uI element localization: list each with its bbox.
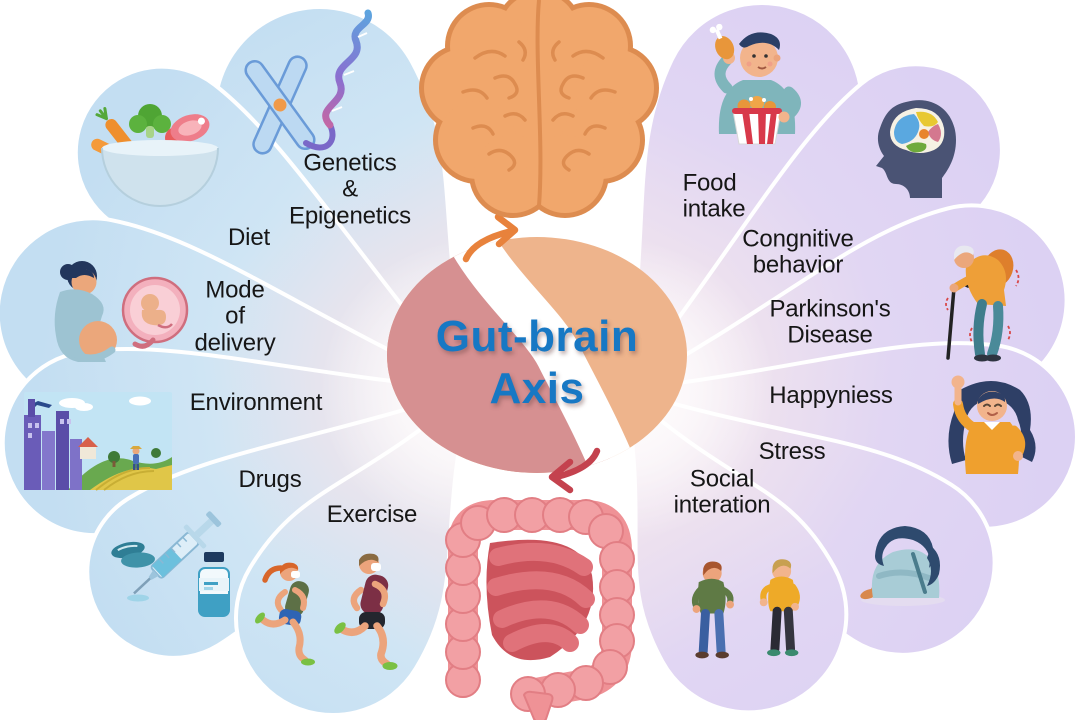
- label-happiness: Happyniess: [769, 381, 893, 409]
- runners-icon: [255, 553, 398, 670]
- label-environment: Environment: [189, 388, 323, 416]
- label-drugs: Drugs: [238, 465, 302, 493]
- orange-up-arrow: [462, 213, 519, 263]
- talking-people-icon: [691, 559, 800, 659]
- label-food-intake: Food intake: [682, 169, 746, 223]
- chromosome-dna-icon: [244, 9, 372, 155]
- pregnant-woman-icon: [54, 261, 189, 362]
- environment-scene-icon: [24, 392, 172, 491]
- label-cognitive-behavior: Congnitive behavior: [742, 225, 854, 279]
- drugs-syringe-icon: [111, 511, 230, 617]
- label-exercise: Exercise: [326, 500, 418, 528]
- elderly-man-cane-icon: [945, 245, 1020, 362]
- label-diet: Diet: [228, 223, 270, 251]
- label-mode-of-delivery: Mode of delivery: [194, 276, 276, 357]
- label-parkinsons-disease: Parkinson's Disease: [769, 295, 891, 349]
- gut-brain-axis-circle: [387, 213, 687, 494]
- red-down-arrow: [548, 447, 601, 494]
- head-brain-icon: [876, 100, 956, 199]
- intestine-icon: [445, 497, 635, 720]
- label-genetics-epigenetics: Genetics & Epigenetics: [289, 149, 411, 230]
- label-stress: Stress: [758, 437, 826, 465]
- label-social-interaction: Social interation: [673, 465, 771, 519]
- stressed-person-icon: [860, 526, 945, 606]
- brain-icon: [419, 0, 659, 218]
- eating-man-icon: [709, 23, 801, 145]
- happy-woman-icon: [948, 375, 1036, 474]
- page-title: Gut-brain Axis: [435, 312, 639, 413]
- healthy-food-bowl-icon: [91, 104, 219, 207]
